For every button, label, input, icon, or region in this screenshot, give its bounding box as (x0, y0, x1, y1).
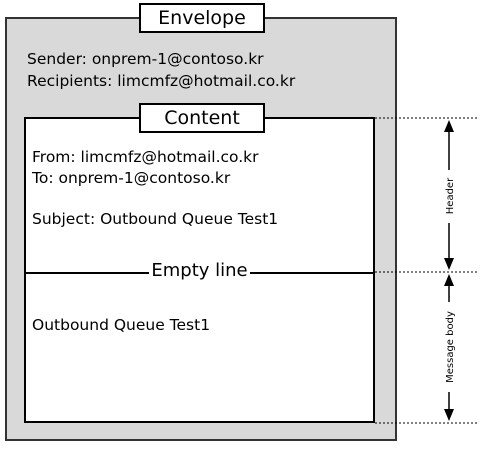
empty-line-label: Empty line (149, 260, 250, 281)
message-body-text: Outbound Queue Test1 (32, 316, 211, 334)
header-subject: Subject: Outbound Queue Test1 (32, 210, 279, 228)
envelope-recipients: Recipients: limcmfz@hotmail.co.kr (27, 72, 296, 90)
header-arrow-up-icon (444, 120, 454, 132)
empty-line-label-wrap: Empty line (0, 260, 399, 281)
envelope-title: Envelope (139, 3, 265, 33)
envelope-sender: Sender: onprem-1@contoso.kr (27, 50, 264, 68)
header-to: To: onprem-1@contoso.kr (32, 169, 231, 187)
message-body-annotation: Message body (445, 311, 456, 383)
header-annotation: Header (445, 177, 456, 214)
body-arrow-down-icon (444, 409, 454, 421)
body-arrow-up-icon (444, 274, 454, 286)
header-arrow-down-icon (444, 258, 454, 270)
header-from: From: limcmfz@hotmail.co.kr (32, 148, 259, 166)
content-title: Content (139, 103, 265, 133)
